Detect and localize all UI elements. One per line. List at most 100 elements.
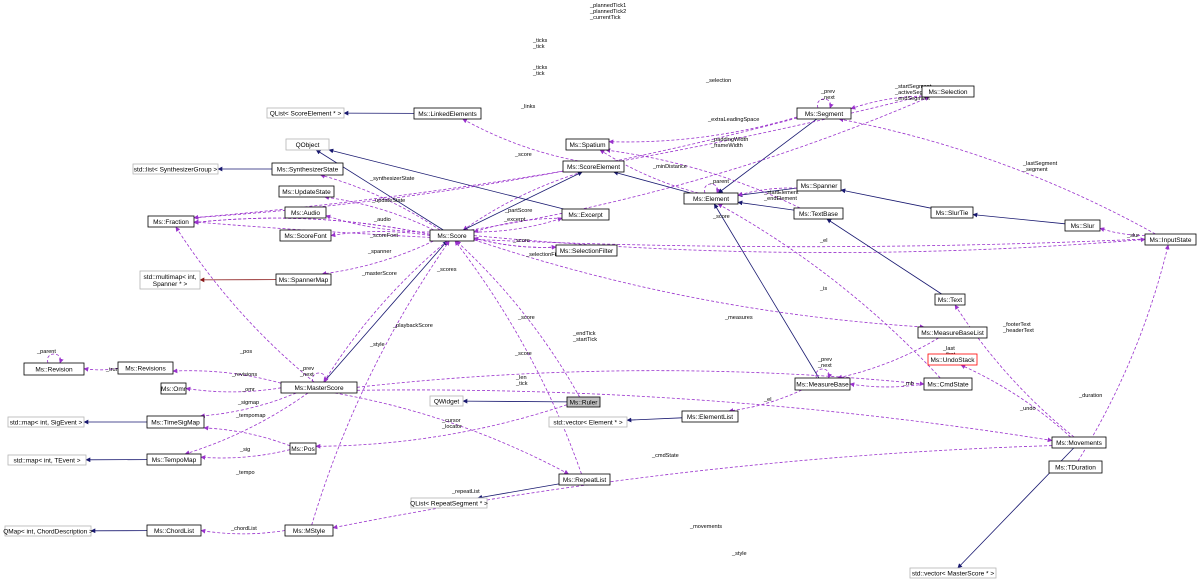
class-node-movements[interactable]: Ms::Movements	[1051, 436, 1107, 449]
class-node-synthesizerstate[interactable]: Ms::SynthesizerState	[271, 162, 344, 176]
class-node-label: Ms::Ruler	[570, 399, 599, 406]
class-node-score[interactable]: Ms::Score	[429, 229, 475, 242]
class-node-chordlist[interactable]: Ms::ChordList	[146, 524, 202, 537]
edge-label: _trunk	[105, 367, 122, 373]
class-node-vec-master[interactable]: std::vector< MasterScore * >	[909, 567, 997, 579]
class-node-box	[160, 382, 187, 395]
class-node-ruler[interactable]: Ms::Ruler	[566, 396, 601, 408]
class-node-list-synth[interactable]: std::list< SynthesizerGroup >	[132, 163, 219, 175]
usage-edge-selection-to-segment	[850, 95, 923, 110]
class-node-slur[interactable]: Ms::Slur	[1064, 219, 1101, 232]
class-node-excerpt[interactable]: Ms::Excerpt	[561, 208, 610, 221]
class-node-qlist-repeat[interactable]: QList< RepeatSegment * >	[410, 497, 488, 509]
class-node-slurtie[interactable]: Ms::SlurTie	[930, 206, 974, 219]
class-node-label: Ms::Spatium	[569, 142, 605, 149]
class-node-elementlist[interactable]: Ms::ElementList	[681, 410, 739, 423]
class-node-vec-elem[interactable]: std::vector< Element * >	[548, 416, 628, 428]
class-node-segment[interactable]: Ms::Segment	[796, 107, 852, 120]
class-node-box	[275, 273, 332, 286]
class-node-tduration[interactable]: Ms::TDuration	[1048, 460, 1103, 474]
class-node-label: Ms::MasterScore	[294, 385, 344, 392]
class-node-map-tempo[interactable]: std::map< int, TEvent >	[7, 454, 87, 466]
class-node-textbase[interactable]: Ms::TextBase	[793, 207, 844, 220]
edge-label: _pos	[239, 349, 252, 355]
usage-edge-score-to-synthesizerstate	[320, 173, 441, 231]
inheritance-edge-ruler-to-qwidget	[462, 398, 568, 404]
edge-label: _selection	[705, 78, 731, 84]
edge-label: _prev_next	[820, 89, 835, 101]
usage-edge-masterscore-to-tempomap	[184, 392, 309, 456]
edge-label: _prev_next	[817, 357, 832, 369]
class-node-spanner[interactable]: Ms::Spanner	[796, 179, 842, 192]
inheritance-edge-excerpt-to-qobject	[328, 148, 564, 210]
class-node-scoreelement[interactable]: Ms::ScoreElement	[562, 160, 625, 173]
class-node-updatestate[interactable]: Ms::UpdateState	[278, 185, 335, 198]
edge-label: _slur	[1126, 233, 1139, 239]
class-node-selection[interactable]: Ms::Selection	[921, 85, 975, 98]
class-node-tempomap[interactable]: Ms::TempoMap	[146, 453, 202, 466]
class-node-multimap[interactable]: std::multimap< int,Spanner * >	[139, 270, 201, 290]
class-node-box	[285, 138, 330, 151]
class-node-element[interactable]: Ms::Element	[683, 192, 739, 205]
edge-label: _masterScore	[361, 271, 397, 277]
class-node-undostack[interactable]: Ms::UndoStack	[927, 353, 978, 366]
edge-label: _revisions	[231, 372, 257, 378]
usage-edge-inputstate-to-fraction	[193, 219, 1146, 248]
class-node-selectionfilter[interactable]: Ms::SelectionFilter	[555, 244, 618, 257]
class-node-spannermap[interactable]: Ms::SpannerMap	[275, 273, 332, 286]
edge-label: _ticks_tick	[532, 65, 548, 77]
class-node-qlist-score[interactable]: QList< ScoreElement * >	[266, 107, 345, 119]
class-node-box	[278, 185, 335, 198]
usage-edge-masterscore-to-revisions	[172, 368, 282, 384]
class-node-masterscore[interactable]: Ms::MasterScore	[280, 381, 358, 394]
class-node-omr[interactable]: Ms::Omr	[160, 382, 187, 395]
class-node-fraction[interactable]: Ms::Fraction	[147, 215, 195, 228]
edge-label: _sig	[239, 447, 250, 453]
class-node-pos[interactable]: Ms::Pos	[289, 442, 317, 455]
class-node-inputstate[interactable]: Ms::InputState	[1144, 233, 1197, 246]
class-node-revisions[interactable]: Ms::Revisions	[117, 361, 174, 375]
edge-labels-layer: _plannedTick1_plannedTick2_currentTick_t…	[36, 3, 1139, 557]
class-node-qwidget[interactable]: QWidget	[429, 395, 464, 407]
class-node-box	[132, 163, 219, 175]
class-node-box	[271, 162, 344, 176]
class-node-measurebaselist[interactable]: Ms::MeasureBaseList	[917, 326, 988, 339]
class-node-measurebase[interactable]: Ms::MeasureBase	[794, 377, 851, 391]
edge-label: _startSegment_activeSegment_endSegment	[894, 84, 936, 102]
class-node-text[interactable]: Ms::Text	[934, 293, 966, 306]
class-node-mstyle[interactable]: Ms::MStyle	[284, 524, 334, 537]
usage-edge-scoreelement-to-linkedelements	[462, 118, 579, 162]
class-node-timesigmap[interactable]: Ms::TimeSigMap	[146, 415, 205, 429]
usage-edge-mstyle-to-chordlist	[200, 528, 286, 535]
class-node-label: Ms::Fraction	[153, 219, 189, 226]
class-node-cmdstate[interactable]: Ms::CmdState	[923, 377, 973, 391]
class-node-repeatlist[interactable]: Ms::RepeatList	[558, 473, 611, 486]
edge-label: _omr	[241, 387, 255, 393]
class-node-box	[793, 207, 844, 220]
class-node-box	[917, 326, 988, 339]
usage-edge-measurebase-to-measurebase	[815, 368, 833, 379]
edge-label: _cmdState	[651, 453, 679, 459]
inheritance-edge-elementlist-to-vec_elem	[626, 417, 683, 423]
class-node-audio[interactable]: Ms::Audio	[284, 206, 327, 219]
inheritance-edge-score-to-qobject	[315, 149, 444, 231]
usage-edge-score-to-inputstate	[473, 235, 1146, 253]
class-node-qobject[interactable]: QObject	[285, 138, 330, 151]
class-node-spatium[interactable]: Ms::Spatium	[565, 138, 610, 151]
edge-label: _minDistance	[652, 164, 687, 170]
usage-edge-measurebase-to-elementlist	[728, 389, 802, 413]
inheritance-edge-segment-to-element	[717, 118, 817, 194]
class-node-scorefont[interactable]: Ms::ScoreFont	[279, 229, 332, 242]
class-node-revision[interactable]: Ms::Revision	[23, 362, 85, 376]
class-node-box	[139, 270, 201, 290]
usage-edge-ruler-to-pos	[315, 404, 568, 449]
class-node-box	[923, 377, 973, 391]
class-node-box	[934, 293, 966, 306]
class-node-qmap-chord[interactable]: QMap< int, ChordDescription >	[3, 525, 93, 537]
class-node-label: Ms::CmdState	[927, 381, 969, 388]
class-node-linkedelements[interactable]: Ms::LinkedElements	[413, 107, 482, 120]
usage-edge-excerpt-to-score	[473, 217, 563, 233]
class-node-map-sig[interactable]: std::map< int, SigEvent >	[7, 416, 85, 428]
usage-edge-score-to-excerpt	[473, 217, 563, 233]
